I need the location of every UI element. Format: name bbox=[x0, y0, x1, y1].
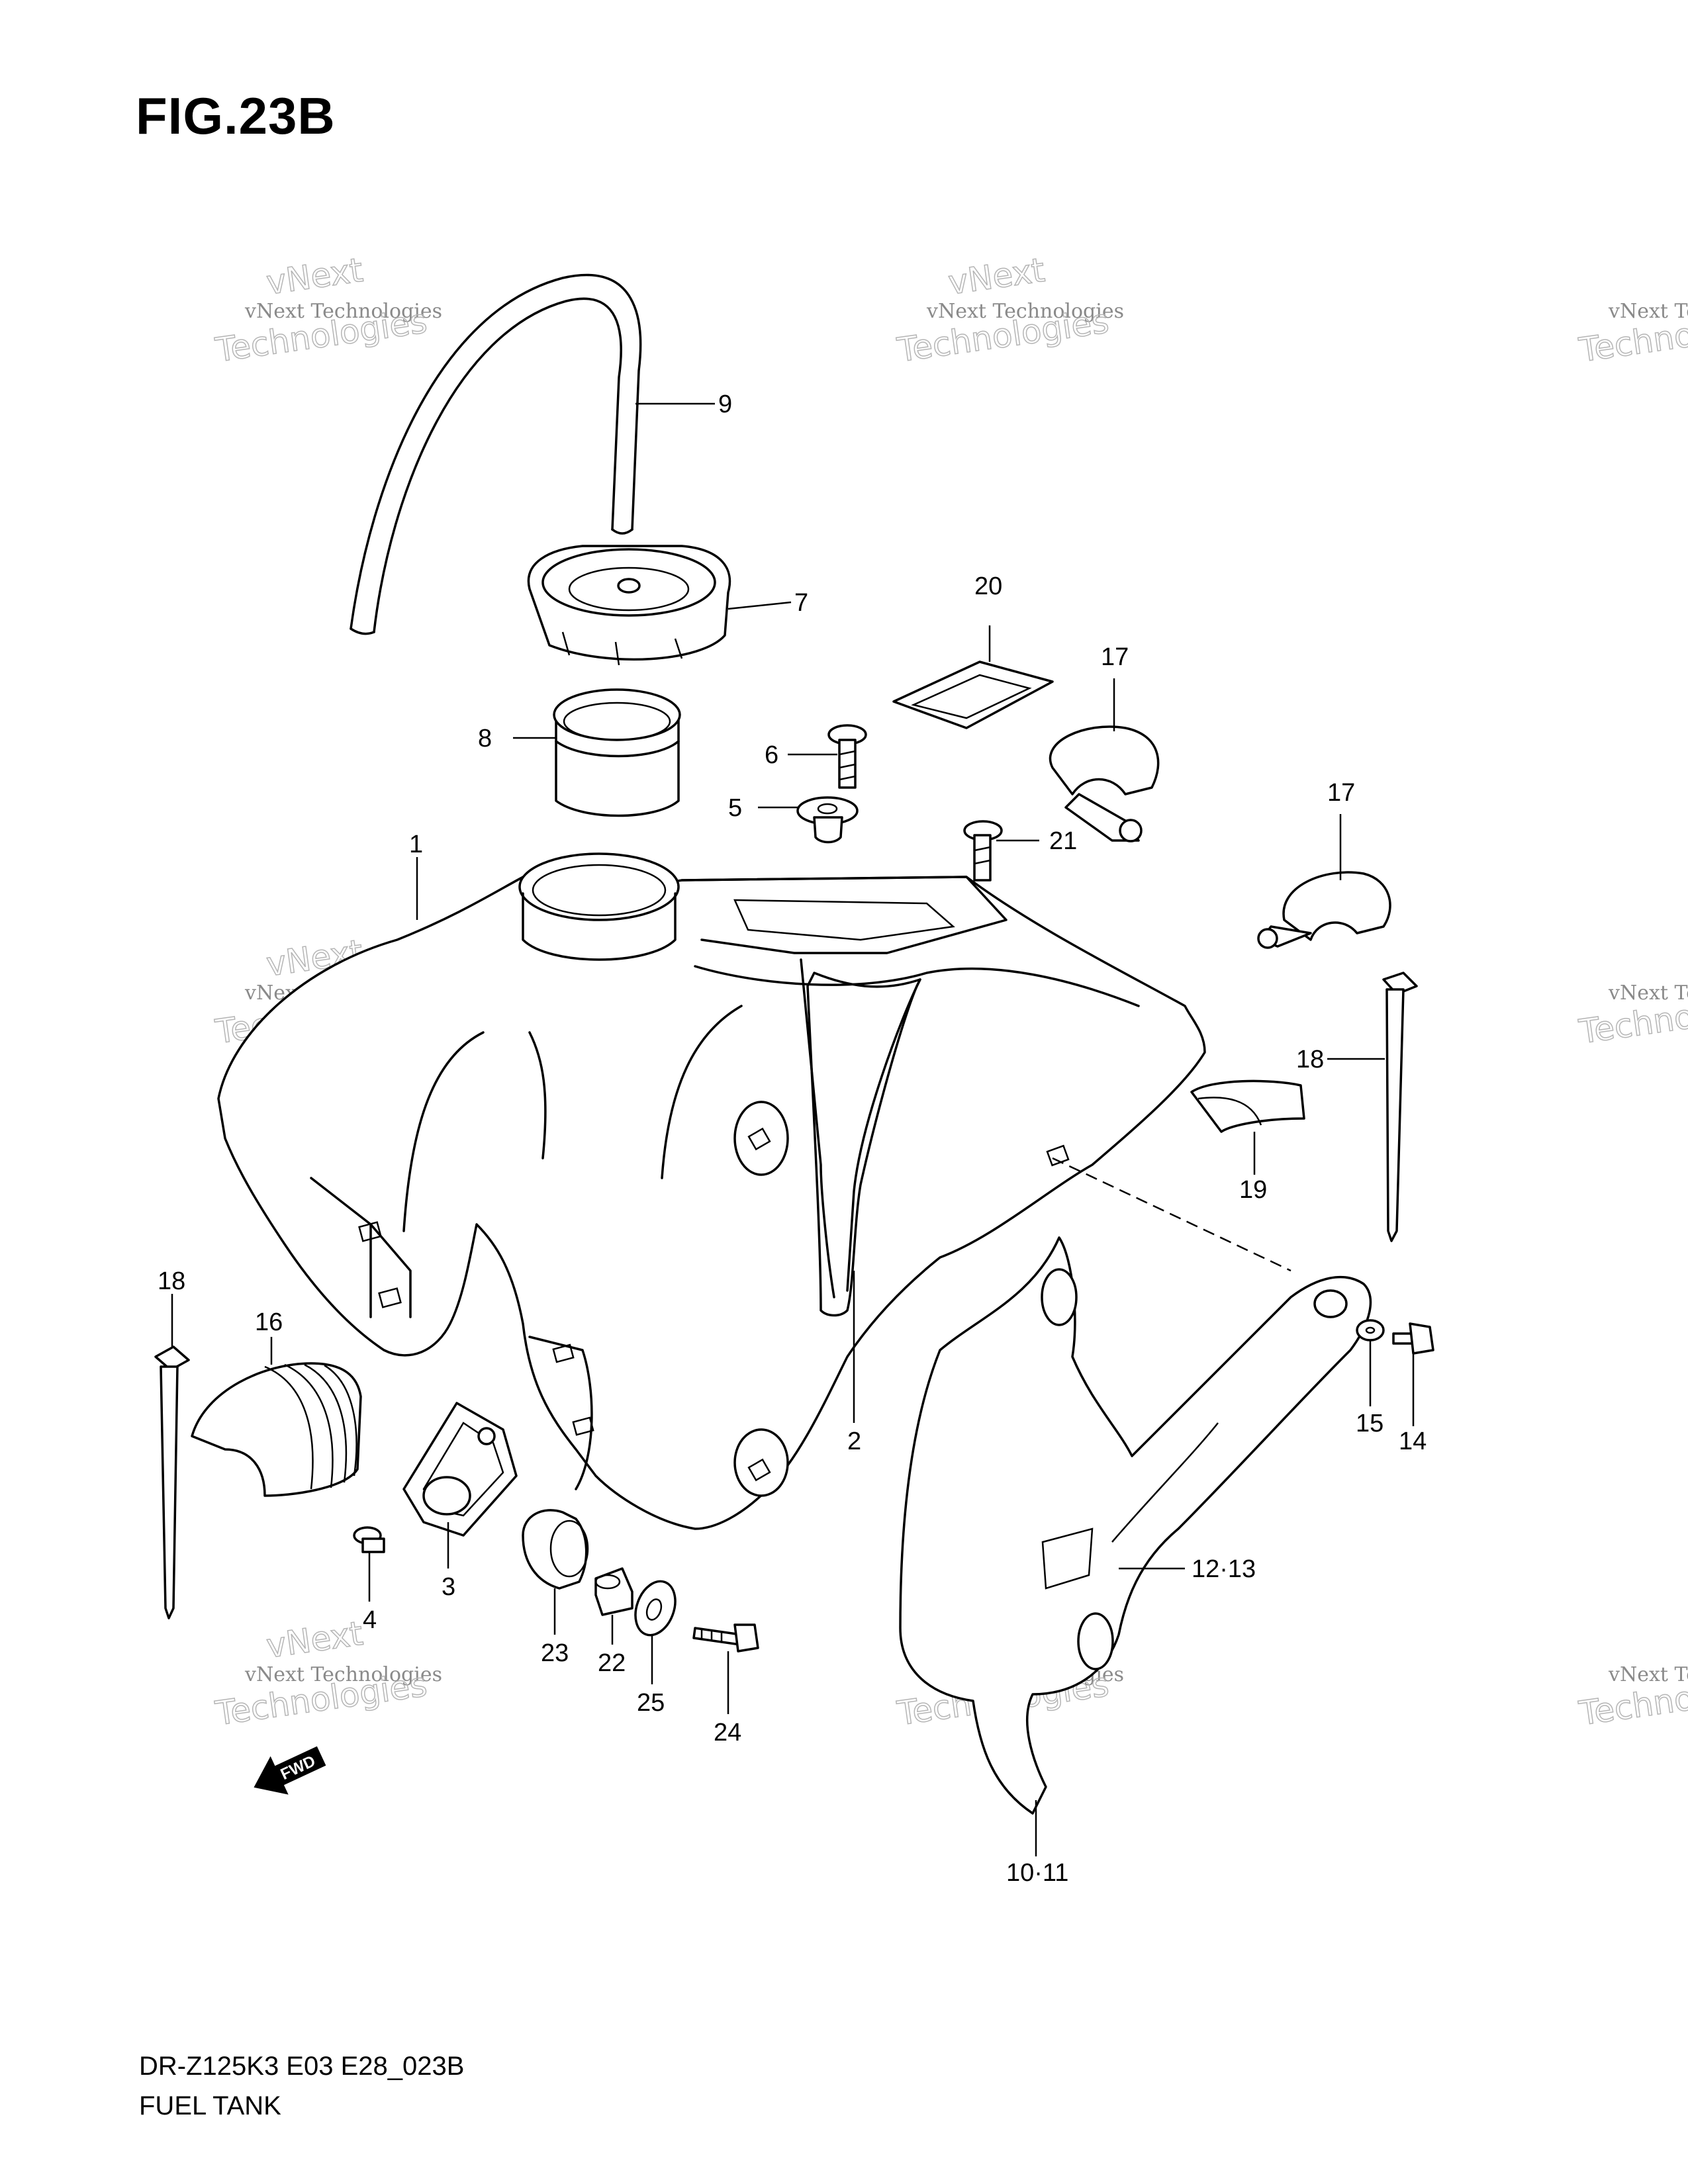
callout-label: 10·11 bbox=[1006, 1859, 1068, 1887]
callout-label: 21 bbox=[1049, 827, 1077, 855]
part-pad-19 bbox=[1190, 1079, 1305, 1133]
callout-label: 1 bbox=[409, 831, 423, 858]
part-filler-ring bbox=[553, 688, 681, 817]
callout-label: 22 bbox=[598, 1649, 626, 1677]
part-cable-tie-left bbox=[154, 1345, 190, 1619]
part-cable-tie-right bbox=[1382, 972, 1418, 1242]
part-washer-25 bbox=[634, 1580, 677, 1637]
figure-title: FIG.23B bbox=[136, 87, 336, 145]
part-clamp-lower bbox=[1257, 871, 1391, 949]
part-clamp-upper bbox=[1049, 725, 1160, 842]
part-bolt-14 bbox=[1392, 1322, 1434, 1355]
watermark-text: vNext Technologies bbox=[244, 1663, 442, 1686]
figure-name: FUEL TANK bbox=[139, 2091, 281, 2120]
part-washer-15 bbox=[1356, 1319, 1385, 1342]
part-side-pad bbox=[806, 972, 921, 1317]
callout-label: 25 bbox=[637, 1689, 665, 1717]
part-grommet-5 bbox=[796, 796, 859, 844]
callout-label: 6 bbox=[765, 741, 778, 769]
model-code: DR-Z125K3 E03 E28_023B bbox=[139, 2052, 465, 2081]
callout-label: 17 bbox=[1101, 643, 1129, 671]
callout-labels: 9 7 8 20 17 17 6 5 21 1 18 19 18 16 2 15… bbox=[158, 390, 1427, 1887]
callout-label: 8 bbox=[478, 725, 492, 752]
part-screw-6 bbox=[827, 724, 867, 789]
callout-label: 4 bbox=[363, 1606, 377, 1634]
callout-label: 19 bbox=[1239, 1176, 1267, 1204]
watermark-text: vNext Technologies bbox=[926, 300, 1124, 323]
callout-label: 18 bbox=[158, 1267, 185, 1295]
callout-label: 20 bbox=[974, 572, 1002, 600]
forward-arrow-icon: FWD bbox=[254, 1746, 326, 1795]
part-strap bbox=[892, 660, 1054, 729]
part-shroud bbox=[899, 1236, 1372, 1815]
watermark-text: vNext Technologies bbox=[244, 300, 442, 323]
callout-label: 14 bbox=[1399, 1428, 1427, 1455]
watermark-text: vNext Technologies bbox=[1608, 300, 1688, 323]
callout-label: 15 bbox=[1356, 1410, 1383, 1437]
watermark-text: vNext bbox=[946, 251, 1047, 302]
part-fuel-tank bbox=[217, 852, 1206, 1530]
callout-label: 9 bbox=[718, 390, 732, 418]
assembly-dashed-line bbox=[1052, 1157, 1291, 1272]
part-fuel-cock bbox=[402, 1402, 518, 1537]
part-cushion-23 bbox=[522, 1509, 589, 1590]
callout-label: 23 bbox=[541, 1639, 569, 1667]
callout-label: 18 bbox=[1296, 1046, 1324, 1073]
callout-label: 3 bbox=[442, 1573, 455, 1601]
part-fuel-cap bbox=[527, 545, 731, 666]
watermark-text: vNext bbox=[264, 1614, 365, 1666]
leader-lines bbox=[171, 402, 1415, 1856]
callout-label: 17 bbox=[1327, 779, 1355, 807]
watermark-text: vNext bbox=[264, 251, 365, 302]
watermark-text: vNext Technologies bbox=[1608, 1663, 1688, 1686]
part-screw-21 bbox=[963, 820, 1003, 882]
callout-label: 16 bbox=[255, 1308, 283, 1336]
callout-label: 2 bbox=[847, 1428, 861, 1455]
watermark-text: vNext Technologies bbox=[1608, 981, 1688, 1005]
part-screw-4 bbox=[353, 1526, 385, 1553]
part-heat-insulator bbox=[191, 1362, 362, 1497]
part-bolt-24 bbox=[692, 1623, 759, 1653]
part-collar-22 bbox=[594, 1567, 633, 1616]
callout-label: 5 bbox=[728, 794, 742, 822]
part-breather-hose bbox=[350, 273, 642, 635]
callout-label: 24 bbox=[714, 1719, 741, 1747]
callout-label: 12·13 bbox=[1192, 1555, 1256, 1583]
callout-label: 7 bbox=[794, 589, 808, 617]
